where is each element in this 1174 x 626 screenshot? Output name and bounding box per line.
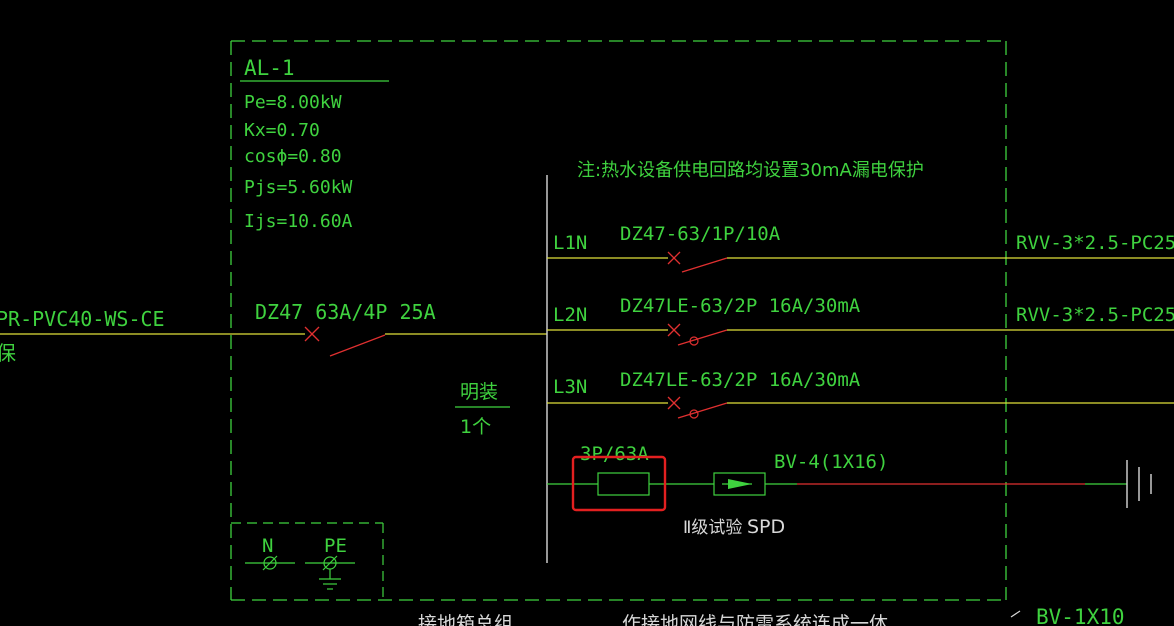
bottom-partial-text-1: 接地箱总组 (418, 613, 513, 626)
main-breaker-label: DZ47 63A/4P 25A (255, 300, 436, 324)
spd-cable-label: BV-4(1X16) (774, 451, 888, 473)
terminal-n-label: N (262, 535, 273, 557)
terminal-pe: PE (305, 535, 355, 590)
bottom-cable-label: BV-1X10 (1036, 605, 1125, 626)
panel-ijs: Ijs=10.60A (244, 211, 353, 232)
install-qty: 1个 (460, 416, 491, 438)
spd-circuit: 3P/63A BV-4(1X16) Ⅱ级试验 SPD (547, 443, 1152, 538)
spd-switch-label: 3P/63A (580, 443, 649, 465)
note-text: 注:热水设备供电回路均设置30mA漏电保护 (577, 160, 924, 181)
main-breaker (304, 326, 386, 357)
install-mode: 明装 (460, 381, 498, 403)
spd-test-class: Ⅱ级试验 (683, 518, 742, 538)
spd-label: SPD (747, 516, 785, 538)
circuit-l2n: L2N DZ47LE-63/2P 16A/30mA RVV-3*2.5-PC25… (547, 295, 1174, 346)
circuit-l1n-cable: RVV-3*2.5-PC25- (1016, 232, 1174, 254)
panel-kx: Kx=0.70 (244, 120, 320, 141)
circuit-l3n-phase: L3N (553, 376, 587, 398)
incoming-cable-label: PR-PVC40-WS-CE (0, 307, 165, 331)
spd-switch (597, 472, 650, 496)
bottom-partial-text-2: 作接地网线与防雷系统连成一体 (622, 613, 888, 626)
terminal-n: N (245, 535, 295, 571)
circuit-l1n-phase: L1N (553, 232, 587, 254)
circuit-l3n-breaker: DZ47LE-63/2P 16A/30mA (620, 369, 861, 391)
bottom-leader (1010, 610, 1021, 618)
panel-boundary (230, 40, 1007, 601)
panel-name: AL-1 (244, 56, 295, 80)
panel-pjs: Pjs=5.60kW (244, 177, 353, 198)
highlight-box (571, 455, 667, 512)
circuit-l1n: L1N DZ47-63/1P/10A RVV-3*2.5-PC25- (547, 223, 1174, 273)
circuit-l2n-phase: L2N (553, 304, 587, 326)
circuit-l2n-cable: RVV-3*2.5-PC25- (1016, 304, 1174, 326)
circuit-l1n-breaker: DZ47-63/1P/10A (620, 223, 781, 245)
terminal-pe-label: PE (324, 535, 347, 557)
incoming-cable-label-2: 保 (0, 341, 16, 365)
panel-pe: Pe=8.00kW (244, 92, 342, 113)
circuit-l3n: L3N DZ47LE-63/2P 16A/30mA (547, 369, 1174, 419)
terminal-box (231, 522, 384, 600)
panel-cos: cosϕ=0.80 (244, 146, 342, 167)
circuit-l2n-breaker: DZ47LE-63/2P 16A/30mA (620, 295, 861, 317)
